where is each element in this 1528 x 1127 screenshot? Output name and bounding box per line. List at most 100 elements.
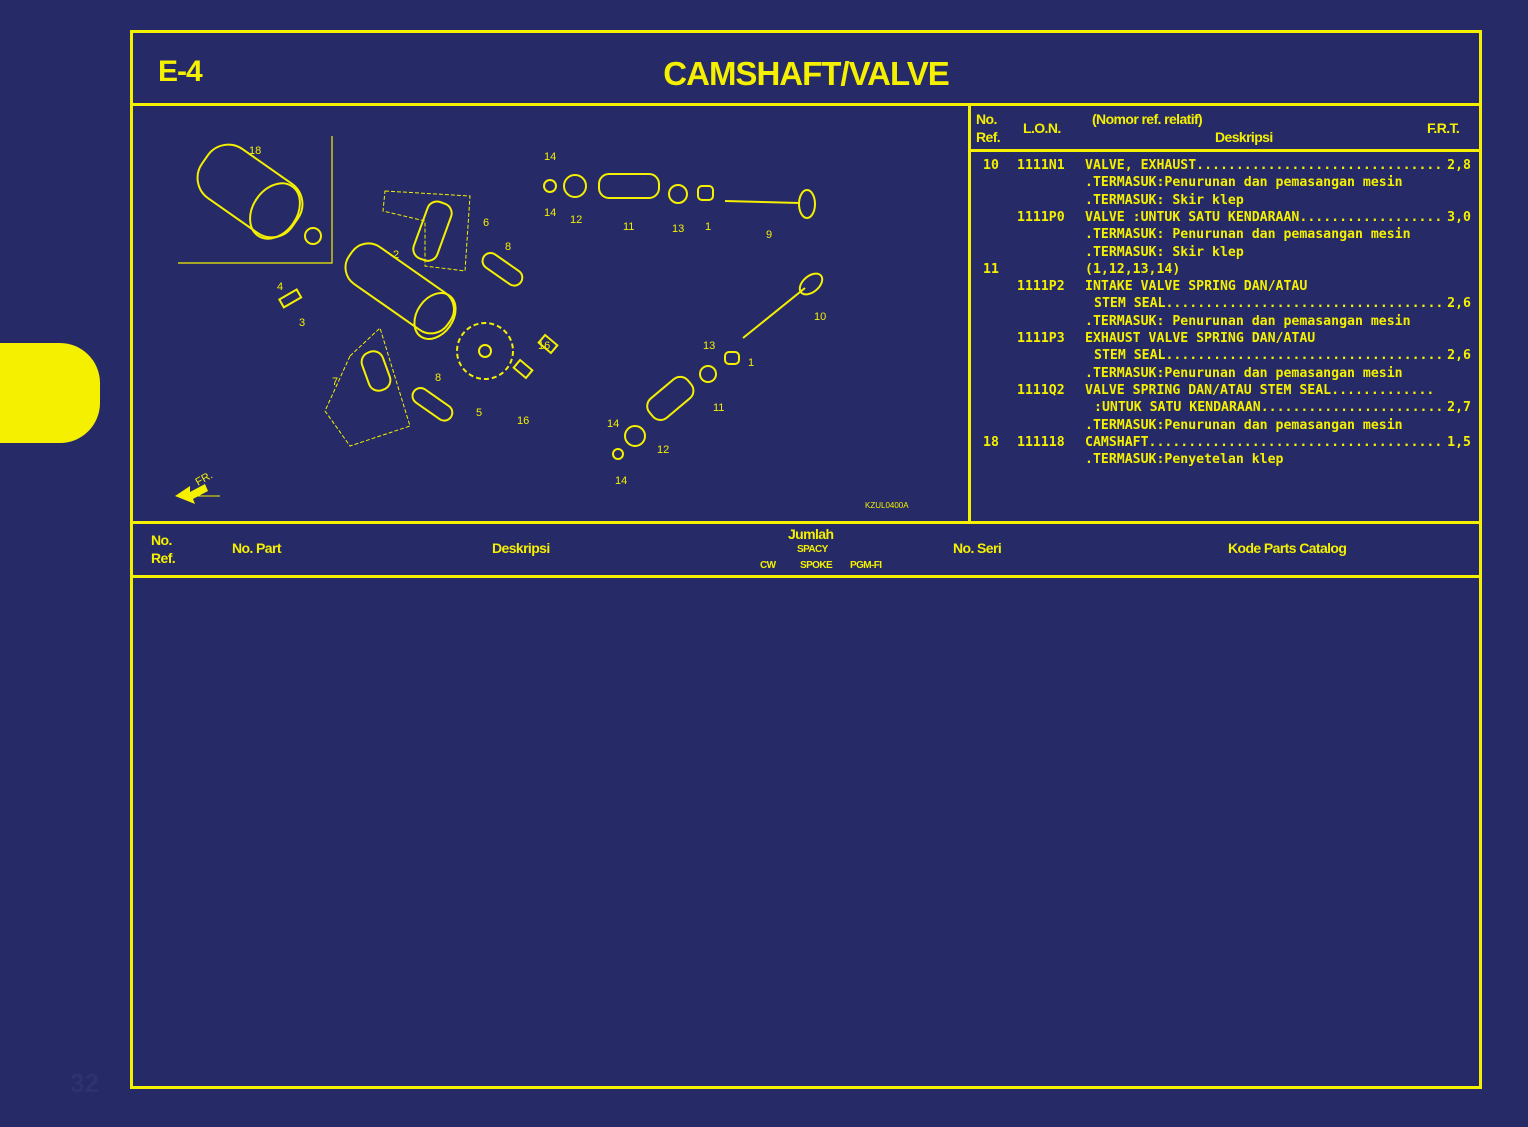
row-ref: 11: [983, 261, 999, 277]
dot-leader: [1165, 348, 1443, 363]
row-frt: 2,8: [1447, 158, 1471, 173]
frt-row: 1111P3 EXHAUST VALVE SPRING DAN/ATAU: [971, 331, 1477, 348]
row-desc-text: STEM SEAL: [1094, 348, 1166, 364]
row-description: CAMSHAFT 1,5: [1085, 435, 1471, 450]
col-lon: L.O.N.: [1023, 120, 1061, 136]
callout-label: 1: [748, 357, 754, 369]
camshaft-assembly-drawing: [196, 143, 322, 245]
row-frt: 3,0: [1447, 209, 1471, 225]
frt-row: .TERMASUK:Penurunan dan pemasangan mesin: [971, 418, 1477, 435]
row-desc-text: :UNTUK SATU KENDARAAN: [1094, 400, 1261, 416]
row-description: STEM SEAL2,6: [1094, 348, 1471, 363]
page-title: CAMSHAFT/VALVE: [663, 55, 949, 92]
row-description: .TERMASUK: Skir klep: [1085, 245, 1471, 260]
row-desc-text: VALVE, EXHAUST: [1085, 158, 1197, 173]
row-description: STEM SEAL2,6: [1094, 296, 1471, 311]
row-desc-text: CAMSHAFT: [1085, 434, 1149, 450]
row-description: .TERMASUK: Penurunan dan pemasangan mesi…: [1085, 227, 1471, 242]
divider: [133, 521, 1479, 524]
row-lon: 1111N1: [1017, 158, 1065, 173]
row-description: VALVE SPRING DAN/ATAU STEM SEAL: [1085, 383, 1441, 398]
row-description: :UNTUK SATU KENDARAAN 2,7: [1094, 400, 1471, 415]
callout-label: 11: [713, 402, 724, 414]
frt-row: STEM SEAL2,6: [971, 296, 1477, 313]
frt-row: 1111P2 INTAKE VALVE SPRING DAN/ATAU: [971, 279, 1477, 296]
callout-label: 6: [483, 217, 489, 229]
callout-label: 9: [766, 229, 772, 241]
dot-leader: [1165, 296, 1443, 311]
row-desc-text: INTAKE VALVE SPRING DAN/ATAU: [1085, 279, 1308, 295]
frt-row: .TERMASUK: Skir klep: [971, 193, 1477, 210]
row-lon: 1111P0: [1017, 209, 1065, 225]
frt-row: .TERMASUK:Penyetelan klep: [971, 452, 1477, 469]
frt-row: .TERMASUK:Penurunan dan pemasangan mesin: [971, 175, 1477, 192]
callout-label: 18: [249, 145, 261, 157]
row-description: .TERMASUK:Penurunan dan pemasangan mesin: [1085, 418, 1471, 433]
col-relative: (Nomor ref. relatif): [1092, 111, 1203, 127]
direction-arrow-icon: FR.: [175, 469, 215, 504]
divider: [968, 103, 971, 521]
row-desc-text: STEM SEAL: [1094, 296, 1166, 312]
row-desc-text: .TERMASUK: Penurunan dan pemasangan mesi…: [1085, 313, 1411, 329]
parts-col-jumlah: Jumlah: [788, 526, 834, 542]
section-tab[interactable]: [0, 343, 100, 443]
row-lon: 1111Q2: [1017, 382, 1065, 398]
callout-label: 11: [623, 221, 634, 233]
parts-col-spacy: SPACY: [797, 544, 828, 555]
page-number: 32: [70, 1068, 99, 1098]
row-desc-text: EXHAUST VALVE SPRING DAN/ATAU: [1085, 331, 1316, 346]
parts-col-spoke: SPOKE: [800, 560, 833, 571]
callout-label: 5: [476, 407, 482, 419]
frt-row: 11(1,12,13,14): [971, 262, 1477, 279]
svg-text:FR.: FR.: [194, 469, 215, 488]
callout-label: 2: [393, 249, 399, 261]
row-frt: 1,5: [1447, 434, 1471, 450]
row-lon: 1111P3: [1017, 331, 1065, 346]
callout-label: 12: [657, 444, 669, 456]
row-desc-text: .TERMASUK:Penurunan dan pemasangan mesin: [1085, 175, 1403, 191]
row-description: .TERMASUK:Penurunan dan pemasangan mesin: [1085, 366, 1471, 381]
callout-label: 10: [814, 311, 826, 323]
callout-label: 7: [332, 376, 338, 388]
parts-col-cw: CW: [760, 560, 776, 571]
row-description: INTAKE VALVE SPRING DAN/ATAU: [1085, 279, 1471, 294]
camshaft-drawing: [344, 242, 457, 340]
callout-label: 1: [705, 221, 711, 233]
row-lon: 1111P2: [1017, 279, 1065, 295]
frt-row: .TERMASUK:Penurunan dan pemasangan mesin: [971, 366, 1477, 383]
row-description: VALVE, EXHAUST 2,8: [1085, 158, 1471, 173]
row-description: EXHAUST VALVE SPRING DAN/ATAU: [1085, 331, 1471, 346]
col-frt: F.R.T.: [1427, 120, 1460, 136]
frt-row: 1111Q2 VALVE SPRING DAN/ATAU STEM SEAL: [971, 383, 1477, 400]
parts-col-pgmfi: PGM-FI: [850, 560, 882, 571]
row-description: .TERMASUK:Penyetelan klep: [1085, 452, 1471, 467]
row-description: .TERMASUK: Skir klep: [1085, 193, 1471, 208]
dot-leader: [1299, 210, 1443, 225]
dot-leader: [1196, 158, 1443, 173]
callout-label: 14: [544, 151, 556, 163]
parts-col-no-ref: No. Ref.: [151, 532, 176, 566]
exploded-diagram: FR. KZUL0400A 18 2 6 8 4 3 14 14 12 11 1…: [175, 136, 909, 510]
row-ref: 18: [983, 434, 999, 450]
col-desc: Deskripsi: [1215, 129, 1273, 145]
callout-label: 4: [277, 281, 283, 293]
divider: [133, 103, 1479, 106]
callout-label: 14: [607, 418, 619, 430]
row-desc-text: .TERMASUK: Skir klep: [1085, 244, 1244, 260]
frt-row: 18111118CAMSHAFT1,5: [971, 435, 1477, 452]
callout-label: 3: [299, 317, 305, 329]
row-frt: [1437, 383, 1441, 398]
dot-leader: [1331, 383, 1437, 398]
row-description: VALVE :UNTUK SATU KENDARAAN3,0: [1085, 210, 1471, 225]
callout-label: 13: [672, 223, 684, 235]
callout-label: 12: [570, 214, 582, 226]
callout-label: 16: [538, 340, 550, 352]
intake-valve-drawing: [798, 189, 816, 219]
valve-spring-drawing: [598, 173, 660, 199]
callout-label: 8: [505, 241, 511, 253]
row-ref: 10: [983, 158, 999, 173]
frt-row: STEM SEAL2,6: [971, 348, 1477, 365]
dot-leader: [1149, 435, 1444, 450]
divider: [133, 575, 1479, 578]
row-frt: 2,7: [1447, 400, 1471, 416]
